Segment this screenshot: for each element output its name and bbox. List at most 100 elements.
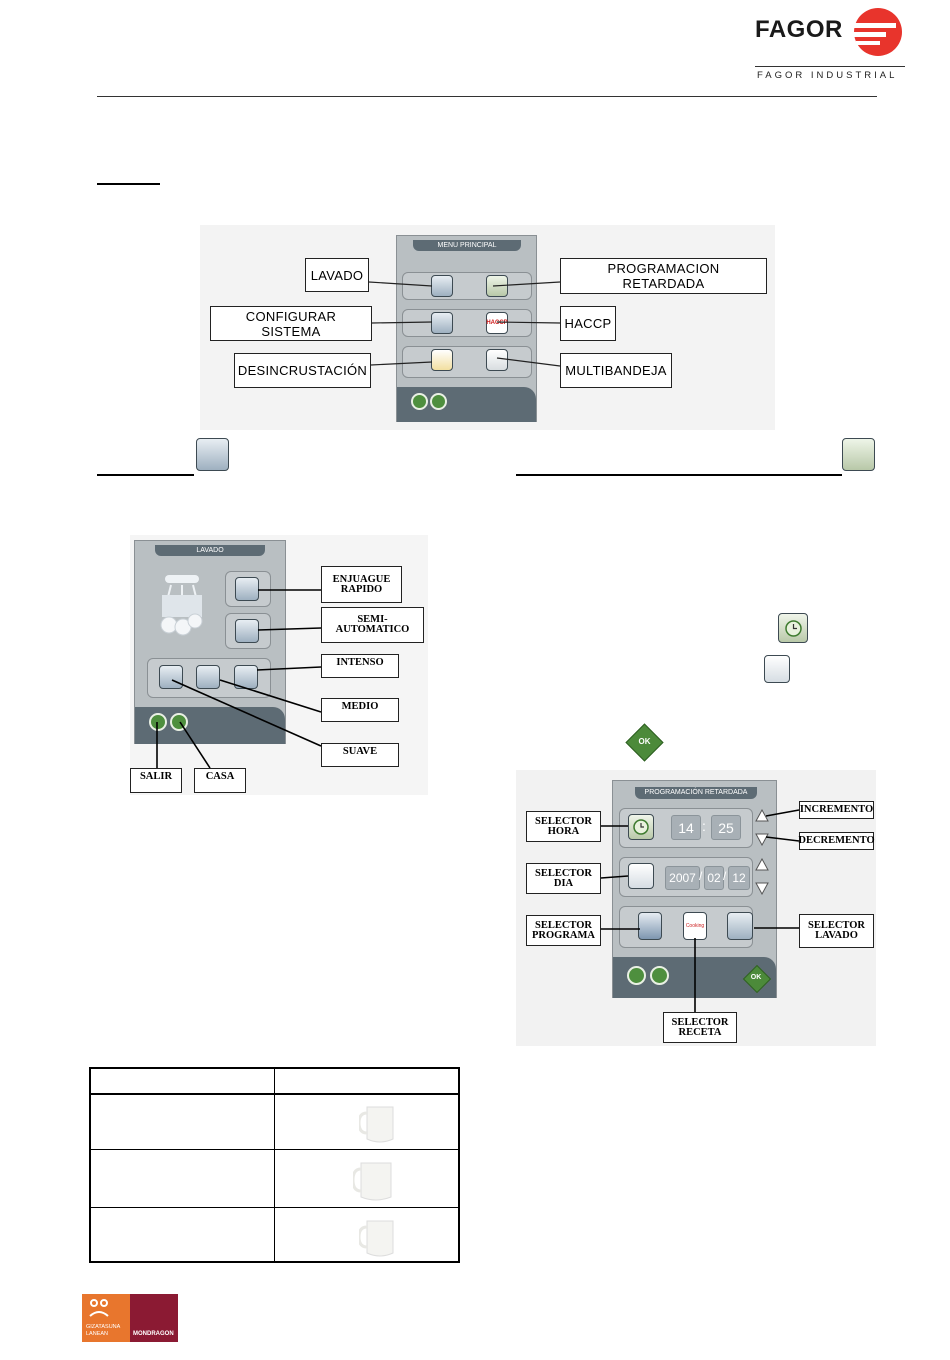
minute-field[interactable]: 25: [711, 815, 741, 840]
program-selector-icon[interactable]: [638, 912, 662, 940]
haccp-icon-text: HACCP: [486, 320, 508, 326]
lavado-heading-underline: [97, 474, 194, 476]
label-selector-receta-line2: RECETA: [678, 1026, 722, 1038]
decrement-date-icon[interactable]: [755, 881, 769, 895]
wash-selector-icon[interactable]: [727, 912, 753, 940]
programacion-leaders: [600, 809, 800, 1012]
mug-icon: [353, 1162, 392, 1201]
label-suave: SUAVE: [321, 743, 399, 767]
salir-back-icon[interactable]: [149, 713, 167, 731]
lavado-screen-title: LAVADO: [155, 545, 265, 556]
label-selector-programa-line1: SELECTOR: [535, 919, 592, 931]
shower-dishes-illustration-icon: [160, 575, 203, 636]
medio-icon[interactable]: [196, 665, 220, 689]
time-separator: :: [702, 818, 706, 834]
year-field[interactable]: 2007: [665, 866, 700, 890]
label-desincrustacion: DESINCRUSTACIÓN: [234, 353, 371, 388]
label-intenso: INTENSO: [321, 654, 399, 678]
header-rule: [97, 96, 877, 97]
month-field[interactable]: 02: [704, 866, 724, 890]
main-menu-leaders: [368, 281, 561, 367]
brand-subtitle: FAGOR INDUSTRIAL: [757, 70, 898, 81]
fagor-emblem-icon: [852, 8, 902, 56]
label-selector-hora-line2: HORA: [547, 825, 580, 837]
programacion-screen-title: PROGRAMACIÓN RETARDADA: [635, 787, 757, 799]
table-col-divider: [274, 1069, 275, 1261]
label-configurar-sistema: CONFIGURAR SISTEMA: [210, 306, 372, 341]
increment-date-icon[interactable]: [755, 858, 769, 872]
date-separator-2: /: [723, 869, 727, 883]
back-icon[interactable]: [411, 393, 428, 410]
ok-button-text: OK: [750, 974, 762, 981]
programacion-heading-underline: [516, 474, 842, 476]
label-semi-line2: AUTOMATICO: [335, 624, 410, 635]
label-multibandeja: MULTIBANDEJA: [560, 353, 672, 388]
label-semi-line1: SEMI-: [357, 614, 388, 625]
configurar-sistema-icon[interactable]: [431, 312, 453, 334]
label-selector-lavado: SELECTOR LAVADO: [799, 914, 874, 948]
recipe-icon-text: Cooking: [685, 923, 705, 929]
lavado-heading-icon: [196, 438, 229, 471]
logo-text-mondragon: MONDRAGON: [133, 1331, 174, 1337]
label-medio: MEDIO: [321, 698, 399, 722]
semi-automatico-icon[interactable]: [235, 619, 259, 643]
enjuague-rapido-icon[interactable]: [235, 577, 259, 601]
home-icon[interactable]: [430, 393, 447, 410]
label-selector-receta: SELECTOR RECETA: [663, 1012, 737, 1043]
mug-table: [89, 1067, 460, 1263]
label-selector-dia: SELECTOR DIA: [526, 863, 601, 894]
calendar-inline-icon: [764, 655, 790, 683]
mondragon-logo: GIZATASUNA LANEAN MONDRAGON: [82, 1294, 178, 1342]
mug-icon: [359, 1220, 394, 1257]
decrement-hour-icon[interactable]: [755, 832, 769, 846]
label-lavado: LAVADO: [305, 258, 369, 292]
hour-field[interactable]: 14: [671, 815, 701, 840]
multibandeja-icon[interactable]: [486, 349, 508, 371]
label-selector-hora-line1: SELECTOR: [535, 815, 592, 827]
recipe-selector-icon[interactable]: Cooking: [683, 912, 707, 940]
label-programacion-retardada: PROGRAMACION RETARDADA: [560, 258, 767, 294]
haccp-icon[interactable]: HACCP: [486, 312, 508, 334]
suave-icon[interactable]: [159, 665, 183, 689]
day-field[interactable]: 12: [728, 866, 750, 890]
label-selector-programa-line2: PROGRAMA: [532, 929, 595, 941]
label-enjuague-rapido: ENJUAGUE RAPIDO: [321, 566, 402, 603]
date-selector-icon[interactable]: [628, 863, 654, 889]
section-underline: [97, 183, 160, 185]
logo-text-2: LANEAN: [86, 1331, 109, 1337]
label-selector-lavado-line1: SELECTOR: [808, 920, 865, 931]
brand-name: FAGOR: [755, 16, 843, 43]
label-decremento: DECREMENTO: [798, 832, 875, 850]
ok-inline-text: OK: [638, 737, 651, 746]
label-salir: SALIR: [130, 768, 182, 793]
label-selector-dia-line1: SELECTOR: [535, 867, 592, 879]
hour-selector-icon[interactable]: [628, 814, 654, 840]
increment-hour-icon[interactable]: [755, 809, 769, 823]
prog-home-icon[interactable]: [650, 966, 669, 985]
label-selector-programa: SELECTOR PROGRAMA: [526, 915, 601, 946]
lavado-leaders: [156, 589, 322, 769]
table-row-divider-2: [91, 1207, 458, 1208]
label-selector-lavado-line2: LAVADO: [815, 930, 858, 941]
programacion-panel: PROGRAMACIÓN RETARDADA 14 : 25 2007 / 02…: [612, 780, 777, 998]
label-incremento: INCREMENTO: [799, 801, 874, 819]
prog-back-icon[interactable]: [627, 966, 646, 985]
label-selector-dia-line2: DIA: [553, 877, 574, 889]
people-icon: [89, 1299, 109, 1317]
programacion-heading-icon: [842, 438, 875, 471]
table-row-divider-1: [91, 1149, 458, 1150]
mondragon-logo-maroon: MONDRAGON: [130, 1294, 178, 1342]
label-haccp: HACCP: [560, 306, 616, 341]
label-selector-receta-line1: SELECTOR: [671, 1016, 729, 1028]
mug-icon: [359, 1106, 394, 1143]
desincrustacion-icon[interactable]: [431, 349, 453, 371]
label-semi-automatico: SEMI- AUTOMATICO: [321, 607, 424, 643]
main-menu-title: MENU PRINCIPAL: [413, 240, 521, 251]
clock-inline-icon: [778, 613, 808, 643]
logo-text-1: GIZATASUNA: [86, 1324, 121, 1330]
date-separator-1: /: [699, 869, 703, 883]
label-enjuague-line1: ENJUAGUE: [332, 573, 391, 585]
label-casa: CASA: [194, 768, 246, 793]
label-selector-hora: SELECTOR HORA: [526, 811, 601, 842]
fagor-logo: FAGOR FAGOR INDUSTRIAL: [755, 6, 905, 81]
